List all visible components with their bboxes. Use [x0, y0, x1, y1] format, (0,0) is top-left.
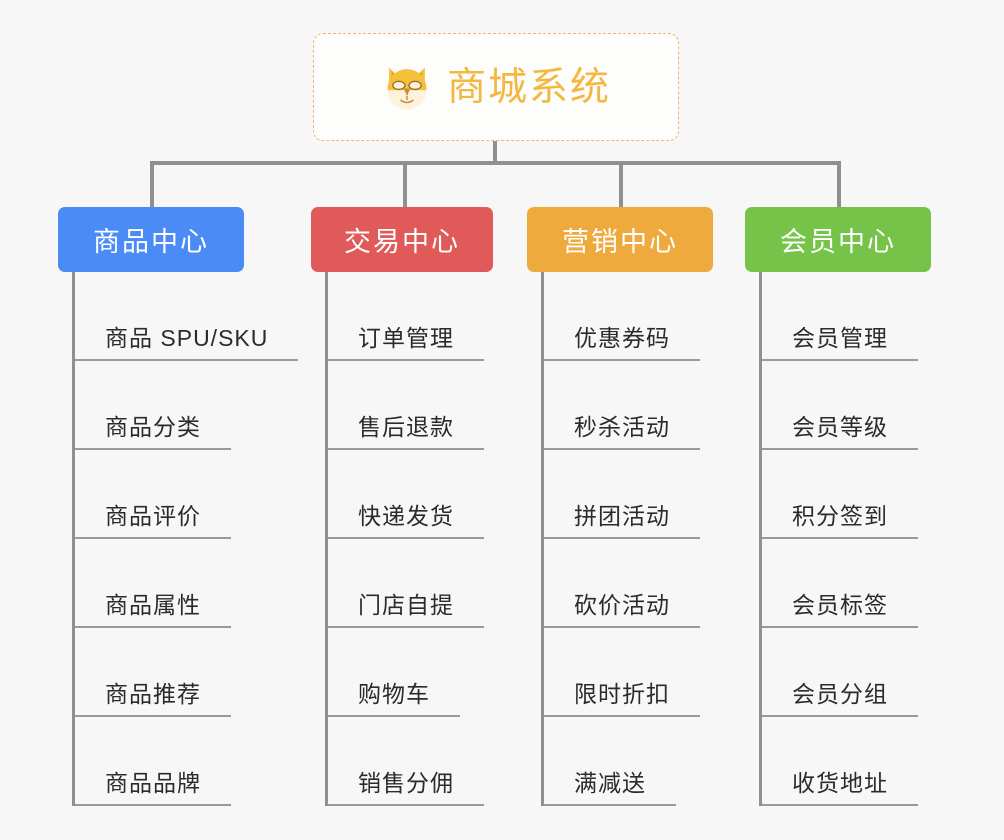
leaf-item-label: 会员标签 — [792, 591, 888, 618]
connector-root-stem — [493, 141, 497, 164]
leaf-item-label: 会员管理 — [792, 324, 888, 351]
leaf-item-underline: 会员标签 — [762, 591, 918, 628]
leaf-item-label: 商品品牌 — [105, 769, 201, 796]
leaf-trunk-1 — [72, 272, 75, 806]
leaf-item[interactable]: 订单管理 — [325, 272, 493, 361]
leaf-item-label: 购物车 — [358, 680, 430, 707]
leaf-item-label: 限时折扣 — [574, 680, 670, 707]
leaf-item-underline: 会员分组 — [762, 680, 918, 717]
leaf-item[interactable]: 会员管理 — [759, 272, 931, 361]
leaf-item-label: 拼团活动 — [574, 502, 670, 529]
leaf-item[interactable]: 砍价活动 — [541, 539, 713, 628]
category-header-1[interactable]: 商品中心 — [58, 207, 244, 272]
leaf-item[interactable]: 商品评价 — [72, 450, 244, 539]
leaf-item-label: 收货地址 — [792, 769, 888, 796]
leaf-list-2: 订单管理售后退款快递发货门店自提购物车销售分佣 — [311, 272, 493, 806]
leaf-item-underline: 优惠券码 — [544, 324, 700, 361]
category-header-2[interactable]: 交易中心 — [311, 207, 493, 272]
leaf-item-label: 会员分组 — [792, 680, 888, 707]
leaf-item[interactable]: 商品品牌 — [72, 717, 244, 806]
leaf-item[interactable]: 快递发货 — [325, 450, 493, 539]
leaf-item-underline: 售后退款 — [328, 413, 484, 450]
connector-drop-2 — [403, 161, 407, 207]
leaf-item-label: 砍价活动 — [574, 591, 670, 618]
leaf-item[interactable]: 商品推荐 — [72, 628, 244, 717]
leaf-item-label: 满减送 — [574, 769, 646, 796]
branch-column-4: 会员中心会员管理会员等级积分签到会员标签会员分组收货地址 — [745, 207, 931, 806]
leaf-item[interactable]: 购物车 — [325, 628, 493, 717]
leaf-item[interactable]: 销售分佣 — [325, 717, 493, 806]
leaf-item-underline: 商品品牌 — [75, 769, 231, 806]
leaf-item-underline: 快递发货 — [328, 502, 484, 539]
leaf-list-4: 会员管理会员等级积分签到会员标签会员分组收货地址 — [745, 272, 931, 806]
leaf-trunk-2 — [325, 272, 328, 806]
connector-drop-1 — [150, 161, 154, 207]
leaf-item-label: 售后退款 — [358, 413, 454, 440]
leaf-item-label: 门店自提 — [358, 591, 454, 618]
leaf-item-underline: 商品 SPU/SKU — [75, 324, 299, 361]
leaf-item-label: 快递发货 — [358, 502, 454, 529]
leaf-item[interactable]: 门店自提 — [325, 539, 493, 628]
connector-drop-3 — [619, 161, 623, 207]
leaf-item[interactable]: 售后退款 — [325, 361, 493, 450]
leaf-item[interactable]: 会员分组 — [759, 628, 931, 717]
leaf-item[interactable]: 会员等级 — [759, 361, 931, 450]
connector-drop-4 — [837, 161, 841, 207]
root-title: 商城系统 — [446, 65, 611, 109]
leaf-item-underline: 会员等级 — [762, 413, 918, 450]
leaf-item-underline: 销售分佣 — [328, 769, 484, 806]
category-header-4[interactable]: 会员中心 — [745, 207, 931, 272]
leaf-trunk-3 — [541, 272, 544, 806]
leaf-item-label: 商品分类 — [105, 413, 201, 440]
leaf-list-3: 优惠券码秒杀活动拼团活动砍价活动限时折扣满减送 — [527, 272, 713, 806]
leaf-item[interactable]: 限时折扣 — [541, 628, 713, 717]
shiba-dog-face-icon — [381, 61, 433, 113]
leaf-item-label: 商品属性 — [105, 591, 201, 618]
leaf-item-underline: 商品推荐 — [75, 680, 231, 717]
leaf-item-label: 商品评价 — [105, 502, 201, 529]
leaf-item-underline: 限时折扣 — [544, 680, 700, 717]
leaf-item[interactable]: 商品属性 — [72, 539, 244, 628]
leaf-item-label: 商品推荐 — [105, 680, 201, 707]
leaf-item-underline: 订单管理 — [328, 324, 484, 361]
leaf-item-underline: 拼团活动 — [544, 502, 700, 539]
leaf-item-underline: 商品属性 — [75, 591, 231, 628]
leaf-item-underline: 满减送 — [544, 769, 676, 806]
branch-column-2: 交易中心订单管理售后退款快递发货门店自提购物车销售分佣 — [311, 207, 493, 806]
leaf-item-label: 积分签到 — [792, 502, 888, 529]
leaf-item-label: 商品 SPU/SKU — [105, 324, 269, 351]
leaf-item-label: 订单管理 — [358, 324, 454, 351]
connector-horizontal-bus — [150, 161, 838, 165]
leaf-item[interactable]: 收货地址 — [759, 717, 931, 806]
leaf-item-underline: 收货地址 — [762, 769, 918, 806]
leaf-item-label: 销售分佣 — [358, 769, 454, 796]
root-node[interactable]: 商城系统 — [313, 33, 679, 141]
leaf-item[interactable]: 拼团活动 — [541, 450, 713, 539]
leaf-item-underline: 门店自提 — [328, 591, 484, 628]
leaf-item-label: 秒杀活动 — [574, 413, 670, 440]
leaf-item[interactable]: 会员标签 — [759, 539, 931, 628]
leaf-item-underline: 商品评价 — [75, 502, 231, 539]
category-header-3[interactable]: 营销中心 — [527, 207, 713, 272]
leaf-item[interactable]: 秒杀活动 — [541, 361, 713, 450]
leaf-list-1: 商品 SPU/SKU 商品分类商品评价商品属性商品推荐商品品牌 — [58, 272, 299, 806]
leaf-item-label: 会员等级 — [792, 413, 888, 440]
leaf-item-underline: 秒杀活动 — [544, 413, 700, 450]
leaf-trunk-4 — [759, 272, 762, 806]
leaf-item[interactable]: 商品分类 — [72, 361, 244, 450]
branch-column-3: 营销中心优惠券码秒杀活动拼团活动砍价活动限时折扣满减送 — [527, 207, 713, 806]
leaf-item-underline: 砍价活动 — [544, 591, 700, 628]
leaf-item-underline: 会员管理 — [762, 324, 918, 361]
leaf-item-underline: 商品分类 — [75, 413, 231, 450]
leaf-item-underline: 购物车 — [328, 680, 460, 717]
leaf-item[interactable]: 积分签到 — [759, 450, 931, 539]
leaf-item[interactable]: 商品 SPU/SKU — [72, 272, 299, 361]
leaf-item[interactable]: 优惠券码 — [541, 272, 713, 361]
leaf-item-label: 优惠券码 — [574, 324, 670, 351]
leaf-item[interactable]: 满减送 — [541, 717, 713, 806]
leaf-item-underline: 积分签到 — [762, 502, 918, 539]
branch-column-1: 商品中心商品 SPU/SKU 商品分类商品评价商品属性商品推荐商品品牌 — [58, 207, 299, 806]
